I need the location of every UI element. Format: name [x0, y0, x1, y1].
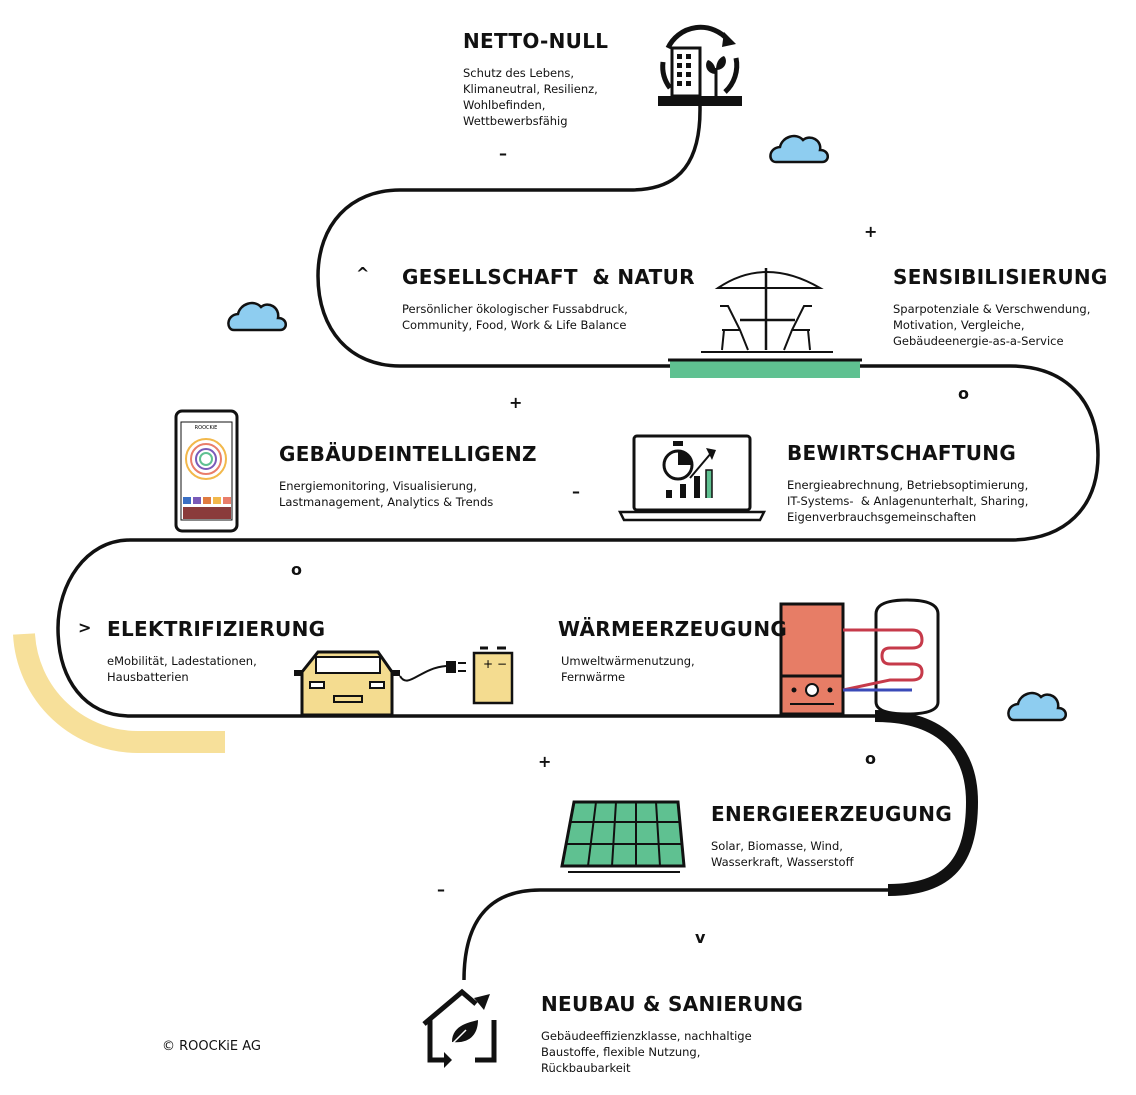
cloud-icon — [769, 134, 829, 164]
road-path-lower — [462, 888, 888, 981]
rating-marker: o — [865, 749, 876, 768]
rating-marker: o — [291, 560, 302, 579]
electric-car-icon — [294, 650, 447, 717]
rating-marker: – — [499, 144, 507, 163]
stage-description: Sparpotenziale & Verschwendung, Motivati… — [893, 302, 1091, 348]
stage-title: ELEKTRIFIZIERUNG — [107, 617, 326, 641]
stage-title: ENERGIEERZEUGUNG — [711, 802, 953, 826]
rating-marker: + — [538, 752, 552, 771]
rating-marker: ^ — [356, 264, 370, 283]
stage-sensibilisierung: SENSIBILISIERUNG Sparpotenziale & Versch… — [893, 265, 1108, 349]
phone-brand-label: ROOCKiE — [195, 425, 218, 431]
stage-description: Persönlicher ökologischer Fussabdruck, C… — [402, 302, 628, 332]
heat-pump-icon — [779, 602, 845, 716]
stage-description: Solar, Biomasse, Wind, Wasserkraft, Wass… — [711, 839, 854, 869]
yellow-arc-decoration — [13, 633, 225, 754]
stage-description: Energiemonitoring, Visualisierung, Lastm… — [279, 479, 494, 509]
road-path — [56, 104, 1100, 718]
laptop-analytics-icon — [617, 434, 767, 522]
stage-description: Schutz des Lebens, Klimaneutral, Resilie… — [463, 66, 598, 128]
svg-text:+: + — [483, 657, 493, 671]
stage-title: GEBÄUDEINTELLIGENZ — [279, 442, 537, 466]
charging-plug-icon — [446, 661, 466, 673]
rating-marker: – — [437, 880, 445, 899]
stage-description: Umweltwärmenutzung, Fernwärme — [561, 654, 695, 684]
stage-neubau-sanierung: NEUBAU & SANIERUNG Gebäudeeffizienzklass… — [541, 992, 803, 1076]
stage-title: NETTO-NULL — [463, 29, 609, 53]
stage-energieerzeugung: ENERGIEERZEUGUNG Solar, Biomasse, Wind, … — [711, 802, 952, 870]
stage-gesellschaft-natur: GESELLSCHAFT & NATUR Persönlicher ökolog… — [402, 265, 695, 333]
svg-text:−: − — [497, 657, 507, 671]
stage-title: SENSIBILISIERUNG — [893, 265, 1108, 289]
road-path-thick — [874, 710, 979, 896]
stage-description: Energieabrechnung, Betriebsoptimierung, … — [787, 478, 1029, 524]
stage-description: eMobilität, Ladestationen, Hausbatterien — [107, 654, 257, 684]
rating-marker: + — [864, 222, 878, 241]
stage-title: BEWIRTSCHAFTUNG — [787, 441, 1017, 465]
stage-title: GESELLSCHAFT & NATUR — [402, 265, 695, 289]
cloud-icon — [1007, 691, 1067, 722]
stage-bewirtschaftung: BEWIRTSCHAFTUNG Energieabrechnung, Betri… — [787, 441, 1028, 525]
stage-description: Gebäudeeffizienzklasse, nachhaltige Baus… — [541, 1029, 752, 1075]
rating-marker: – — [572, 482, 580, 501]
rating-marker: o — [958, 384, 969, 403]
solar-panel-icon — [560, 800, 686, 873]
stage-elektrifizierung: ELEKTRIFIZIERUNG eMobilität, Ladestation… — [107, 617, 325, 685]
terrace-parasol-icon — [668, 268, 862, 378]
netto-null-building-icon — [658, 24, 742, 106]
stage-netto-null: NETTO-NULL Schutz des Lebens, Klimaneutr… — [463, 29, 608, 129]
rating-marker: v — [695, 928, 706, 947]
stage-title: WÄRMEERZEUGUNG — [558, 617, 788, 641]
smartphone-app-icon: ROOCKiE — [174, 409, 239, 533]
copyright-notice: © ROOCKiE AG — [162, 1039, 261, 1054]
stage-title: NEUBAU & SANIERUNG — [541, 992, 804, 1016]
stage-gebaeudeintelligenz: GEBÄUDEINTELLIGENZ Energiemonitoring, Vi… — [279, 442, 537, 510]
battery-icon: + − — [472, 646, 514, 705]
stage-waermeerzeugung: WÄRMEERZEUGUNG Umweltwärmenutzung, Fernw… — [558, 617, 787, 685]
boiler-tank-icon — [842, 598, 940, 716]
cloud-icon — [227, 301, 287, 332]
rating-marker: + — [509, 393, 523, 412]
eco-house-icon — [422, 988, 497, 1068]
rating-marker: > — [78, 618, 92, 637]
